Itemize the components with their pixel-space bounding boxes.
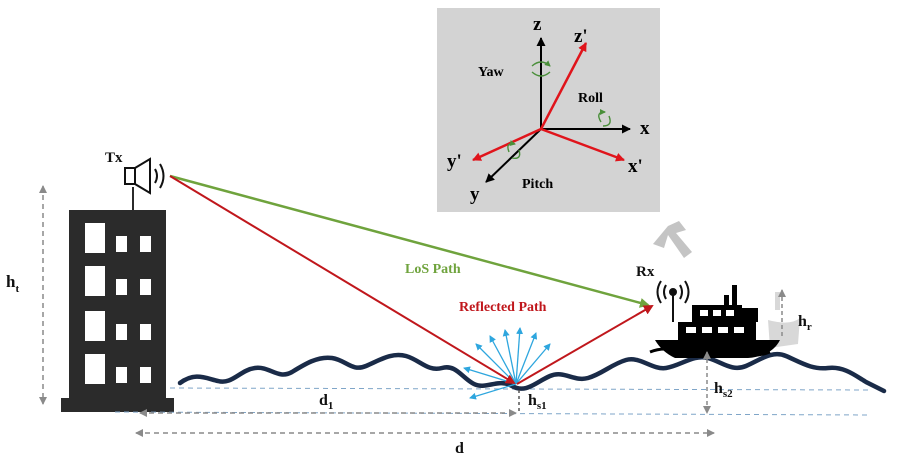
d1-label: d (319, 392, 328, 409)
ht-subscript: t (15, 283, 19, 295)
svg-text:d1: d1 (319, 392, 333, 412)
hr-subscript: r (807, 321, 812, 333)
svg-text:hr: hr (798, 313, 812, 333)
y-label: y (470, 184, 480, 205)
zoom-arrow-icon (653, 221, 692, 258)
d1-dimension: d1 (139, 392, 517, 417)
hr-dimension: hr (778, 289, 812, 336)
x-prime-axis (540, 127, 625, 162)
pitch-label: Pitch (522, 177, 553, 192)
reflected-path-arrow (516, 304, 654, 385)
yaw-label: Yaw (478, 65, 505, 80)
los-path-label: LoS Path (405, 262, 461, 277)
svg-text:ht: ht (6, 272, 19, 295)
roll-rotation-icon (598, 109, 611, 127)
y-prime-axis (472, 127, 542, 162)
los-path-arrow (169, 174, 650, 308)
y-prime-label: y' (447, 151, 462, 172)
svg-text:hs2: hs2 (714, 380, 733, 400)
ht-dimension: ht (6, 185, 47, 405)
svg-text:hs1: hs1 (528, 392, 547, 412)
antenna-icon (656, 280, 690, 322)
x-label: x (640, 118, 650, 139)
d1-subscript: 1 (328, 400, 334, 412)
speaker-icon (124, 157, 165, 195)
roll-label: Roll (578, 91, 603, 106)
sea-surface-wave (177, 351, 887, 394)
d-dimension: d (135, 429, 715, 457)
d-label: d (455, 440, 464, 457)
z-label: z (533, 14, 542, 35)
ship-icon (649, 285, 800, 358)
z-prime-label: z' (574, 26, 588, 47)
y-axis (485, 128, 542, 183)
yaw-rotation-icon (531, 60, 551, 77)
pitch-rotation-icon (507, 140, 521, 160)
hs2-subscript: s2 (723, 388, 733, 400)
z-prime-axis (539, 42, 588, 130)
building-icon (61, 187, 174, 412)
hs2-dimension: hs2 (703, 351, 733, 414)
tx-label: Tx (105, 150, 123, 166)
ht-label: h (6, 272, 16, 291)
orientation-inset: z z' x x' y y' Yaw Roll Pitch (437, 8, 660, 212)
hs2-label: h (714, 380, 723, 397)
hs1-label: h (528, 392, 537, 409)
scattered-rays (463, 327, 551, 400)
incident-path-arrow (169, 175, 516, 385)
x-prime-label: x' (628, 156, 643, 177)
reflected-path-label: Reflected Path (459, 300, 547, 315)
rx-label: Rx (636, 264, 655, 280)
hs1-subscript: s1 (537, 400, 547, 412)
hr-label: h (798, 313, 807, 330)
hs1-dimension: hs1 (518, 390, 547, 413)
